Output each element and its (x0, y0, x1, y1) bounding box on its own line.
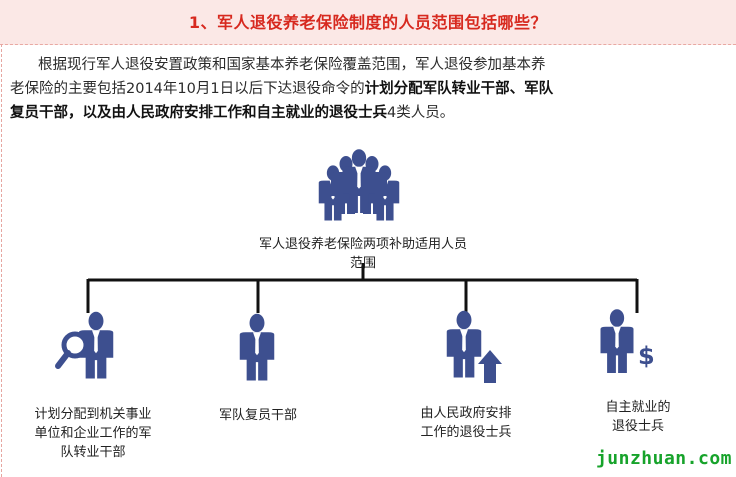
magnifier-person-icon (55, 311, 114, 379)
intro-text-3: 4类人员。 (387, 105, 455, 121)
node-3-line-1: 由人民政府安排 (420, 406, 512, 421)
root-label: 军人退役养老保险两项补助适用人员范围 (258, 237, 467, 271)
intro-paragraph: 根据现行军人退役安置政策和国家基本养老保险覆盖范围，军人退役参加基本养老保险的主… (10, 53, 710, 125)
intro-bold-1: 计划分配军队转业干部、军队 (364, 81, 554, 97)
left-dashed-rule (1, 44, 2, 477)
node-2-line-1: 军队复员干部 (218, 408, 297, 423)
node-label-2: 军队复员干部 (198, 406, 318, 425)
node-label-4: 自主就业的 退役士兵 (578, 398, 698, 436)
svg-text:$: $ (638, 342, 655, 370)
intro-text-2: 老保险的主要包括2014年10月1日以后下达退役命令的 (10, 81, 365, 97)
person-dollar-icon: $ (600, 309, 655, 373)
header-bar: 1、军人退役养老保险制度的人员范围包括哪些？ (0, 0, 736, 45)
intro-bold-2: 复员干部，以及由人民政府安排工作和自主就业的退役士兵 (10, 105, 387, 121)
group-icon (318, 149, 400, 221)
watermark: junzhuan.com (595, 448, 732, 469)
page-title: 1、军人退役养老保险制度的人员范围包括哪些？ (188, 13, 548, 32)
node-4-line-2: 退役士兵 (611, 419, 664, 434)
node-3-line-2: 工作的退役士兵 (420, 425, 512, 440)
node-1-line-1: 计划分配到机关事业 (34, 407, 152, 422)
tree-connectors (86, 263, 639, 313)
node-label-1: 计划分配到机关事业 单位和企业工作的军 队转业干部 (20, 405, 166, 462)
person-arrow-up-icon (446, 310, 502, 383)
node-4-line-1: 自主就业的 (605, 400, 671, 415)
node-1-line-3: 队转业干部 (60, 445, 126, 460)
person-icon (239, 313, 275, 381)
intro-text-1: 根据现行军人退役安置政策和国家基本养老保险覆盖范围，军人退役参加基本养 (38, 57, 546, 73)
node-label-3: 由人民政府安排 工作的退役士兵 (406, 404, 526, 442)
node-1-line-2: 单位和企业工作的军 (34, 426, 152, 441)
